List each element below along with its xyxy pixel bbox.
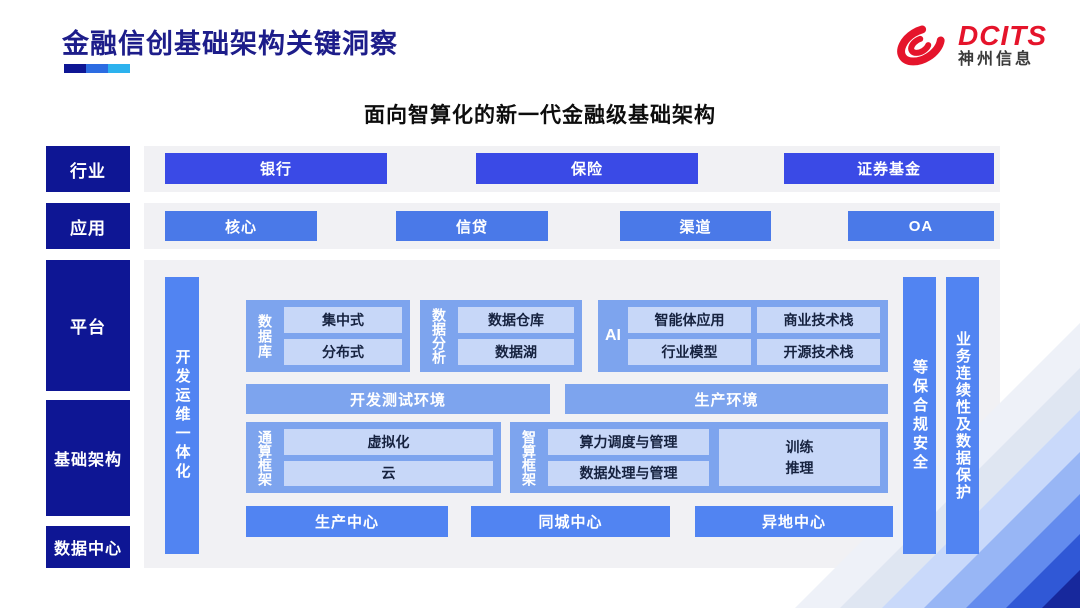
security-vertical-bar: 等保合规安全 [903, 277, 936, 554]
devtest-env-bar: 开发测试环境 [246, 384, 550, 414]
ai-item-agent-app: 智能体应用 [628, 307, 751, 333]
ai-item-opensource-stack: 开源技术栈 [757, 339, 880, 365]
application-box-oa: OA [848, 211, 994, 241]
ai-group: AI 智能体应用 商业技术栈 行业模型 开源技术栈 [598, 300, 888, 372]
swirl-logo-icon [897, 24, 945, 66]
database-group-label: 数据库 [257, 313, 273, 359]
analytics-item-warehouse: 数据仓库 [458, 307, 574, 333]
center-box-remote: 异地中心 [695, 506, 893, 537]
application-box-channel: 渠道 [620, 211, 771, 241]
general-compute-label: 通算框架 [257, 429, 273, 486]
ai-compute-label: 智算框架 [521, 429, 537, 486]
ai-group-label: AI [605, 327, 621, 344]
general-compute-virtualization: 虚拟化 [284, 429, 493, 455]
ai-compute-train-inference: 训练推理 [719, 429, 880, 486]
logo-brand-name: DCITS [958, 19, 1047, 51]
industry-box-insurance: 保险 [476, 153, 698, 184]
database-item-distributed: 分布式 [284, 339, 402, 365]
layer-label-industry: 行业 [46, 146, 130, 192]
analytics-group: 数据分析 数据仓库 数据湖 [420, 300, 582, 372]
logo-company-name: 神州信息 [958, 51, 1035, 69]
industry-box-bank: 银行 [165, 153, 387, 184]
page-title: 金融信创基础架构关键洞察 [62, 29, 398, 59]
underline-segment [64, 64, 86, 73]
ai-item-industry-model: 行业模型 [628, 339, 751, 365]
database-group: 数据库 集中式 分布式 [246, 300, 410, 372]
ai-compute-data-processing: 数据处理与管理 [548, 460, 709, 486]
continuity-vertical-bar: 业务连续性及数据保护 [946, 277, 979, 554]
center-box-production: 生产中心 [246, 506, 448, 537]
layer-label-application: 应用 [46, 203, 130, 249]
devops-vertical-bar: 开发运维一体化 [165, 277, 199, 554]
database-item-centralized: 集中式 [284, 307, 402, 333]
ai-compute-group: 智算框架 算力调度与管理 数据处理与管理 训练推理 [510, 422, 888, 493]
industry-box-securities: 证券基金 [784, 153, 994, 184]
underline-segment [108, 64, 130, 73]
general-compute-cloud: 云 [284, 460, 493, 486]
application-box-core: 核心 [165, 211, 317, 241]
logo-text: DCITS 神州信息 [958, 21, 1047, 69]
title-underline [64, 64, 130, 73]
ai-compute-scheduling: 算力调度与管理 [548, 429, 709, 455]
analytics-item-lake: 数据湖 [458, 339, 574, 365]
underline-segment [86, 64, 108, 73]
devops-bar-label: 开发运维一体化 [173, 349, 191, 482]
layer-label-platform: 平台 [46, 260, 130, 391]
security-bar-label: 等保合规安全 [911, 358, 928, 473]
ai-item-commercial-stack: 商业技术栈 [757, 307, 880, 333]
continuity-bar-label: 业务连续性及数据保护 [954, 330, 971, 501]
production-env-bar: 生产环境 [565, 384, 888, 414]
center-box-same-city: 同城中心 [471, 506, 670, 537]
company-logo: DCITS 神州信息 [892, 16, 1047, 74]
general-compute-group: 通算框架 虚拟化 云 [246, 422, 501, 493]
application-box-credit: 信贷 [396, 211, 548, 241]
analytics-group-label: 数据分析 [431, 308, 447, 364]
layer-label-infrastructure: 基础架构 [46, 400, 130, 516]
diagram-title: 面向智算化的新一代金融级基础架构 [364, 104, 716, 127]
layer-label-datacenter: 数据中心 [46, 526, 130, 568]
